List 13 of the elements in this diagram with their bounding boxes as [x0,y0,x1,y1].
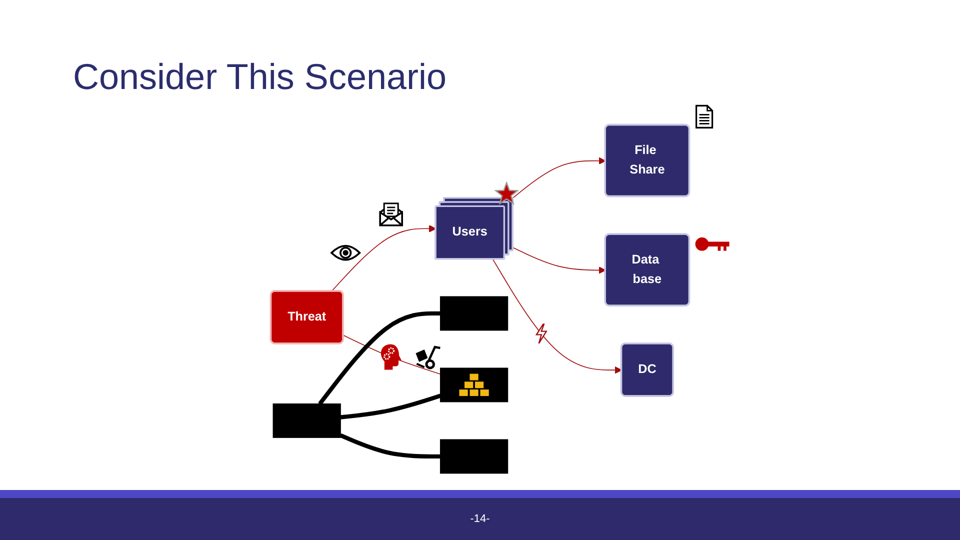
node-box [440,439,508,474]
node-box [440,296,508,331]
node-box [272,403,341,438]
connector [340,394,442,420]
arrow [492,258,622,374]
node-box [440,368,508,402]
connector [318,311,440,406]
connector [340,433,440,459]
page-number: -14- [470,512,490,526]
slide-title: Consider This Scenario [73,56,447,98]
arrow [331,224,436,292]
arrow [512,157,606,199]
arrow [512,247,606,274]
